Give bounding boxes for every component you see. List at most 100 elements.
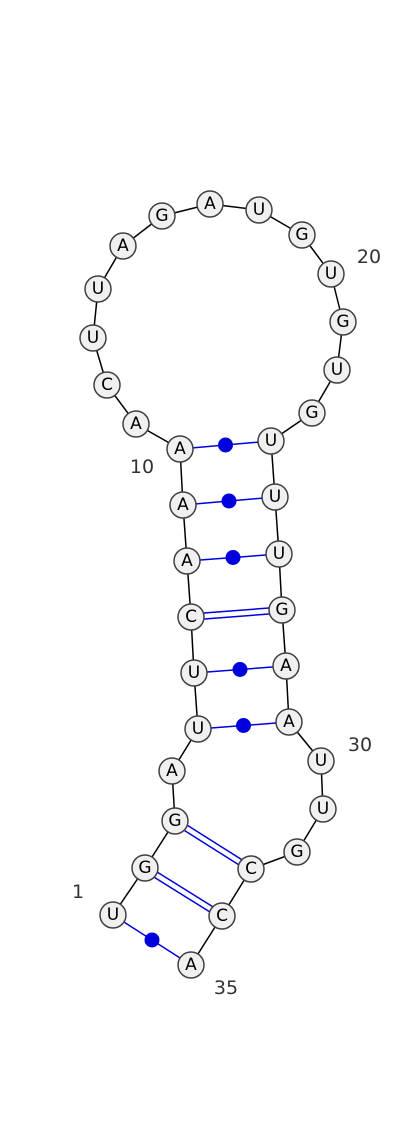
nucleotide-circle (122, 410, 150, 438)
nucleotide-7: C (177, 603, 205, 631)
nucleotide-letter: U (317, 799, 329, 819)
nucleotide-18: U (245, 196, 273, 224)
nucleotide-letter: U (192, 719, 204, 739)
wobble-pair-dot (232, 662, 248, 677)
nucleotide-letter: G (155, 206, 168, 226)
nucleotide-29: A (275, 708, 303, 736)
base-pair-10-24 (179, 437, 272, 453)
position-label-35: 35 (214, 977, 238, 999)
nucleotide-32: G (283, 838, 311, 866)
nucleotide-letter: C (185, 607, 197, 627)
wobble-pair-dot (144, 932, 160, 948)
nucleotide-21: G (329, 308, 357, 336)
nucleotide-33: C (237, 855, 265, 883)
nucleotide-10: A (166, 435, 194, 463)
base-pairs-layer (112, 437, 290, 966)
nucleotide-circle (131, 854, 159, 882)
nucleotide-circle (245, 196, 273, 224)
nucleotide-circle (180, 659, 208, 687)
nucleotide-letter: G (295, 225, 308, 245)
nucleotide-circle (208, 902, 236, 930)
nucleotide-27: G (268, 596, 296, 624)
nucleotide-letter: C (101, 375, 113, 395)
nucleotide-letter: U (107, 905, 119, 925)
nucleotide-letter: A (280, 656, 292, 676)
nucleotide-circle (307, 747, 335, 775)
nucleotide-circle (166, 435, 194, 463)
nucleotide-letter: U (87, 328, 99, 348)
nucleotide-5: U (184, 715, 212, 743)
nucleotide-letter: G (168, 811, 181, 831)
base-pair-8-26 (186, 550, 280, 565)
nucleotide-circle (158, 757, 186, 785)
base-pair-9-25 (182, 493, 276, 509)
nucleotide-letter: A (185, 955, 197, 975)
nucleotide-letter: G (336, 312, 349, 332)
nucleotide-22: U (323, 356, 351, 384)
position-label-1: 1 (72, 881, 84, 903)
nucleotide-letter: U (315, 751, 327, 771)
nucleotide-circle (237, 855, 265, 883)
nucleotide-letter: C (245, 859, 257, 879)
nucleotide-circle (288, 221, 316, 249)
nucleotide-letter: G (275, 600, 288, 620)
nucleotide-letter: G (290, 842, 303, 862)
nucleotide-letter: A (283, 712, 295, 732)
nucleotide-12: C (93, 371, 121, 399)
nucleotide-circle (173, 547, 201, 575)
nucleotide-28: A (272, 652, 300, 680)
nucleotide-letter: A (174, 439, 186, 459)
base-pair-1-35 (112, 914, 192, 966)
nucleotide-letter: U (92, 279, 104, 299)
nucleotide-letter: U (331, 360, 343, 380)
position-label-10: 10 (130, 456, 154, 478)
nucleotide-letter: A (177, 495, 189, 515)
wobble-pair-dot (236, 718, 251, 733)
nucleotide-letter: U (253, 200, 265, 220)
nucleotide-31: U (309, 795, 337, 823)
nucleotide-letter: U (188, 663, 200, 683)
base-pair-5-29 (197, 718, 290, 733)
nucleotide-circle (79, 324, 107, 352)
nucleotide-26: U (265, 540, 293, 568)
nucleotide-circle (93, 371, 121, 399)
pair-bond-line (176, 817, 254, 868)
nucleotide-circle (265, 540, 293, 568)
wobble-pair-dot (221, 493, 237, 509)
nucleotide-circle (177, 603, 205, 631)
nucleotide-circle (257, 427, 285, 455)
nucleotide-circle (268, 596, 296, 624)
pair-bond-line (146, 864, 224, 915)
nucleotide-circle (196, 190, 224, 218)
nucleotide-circle (317, 260, 345, 288)
nucleotide-3: G (161, 807, 189, 835)
nucleotide-4: A (158, 757, 186, 785)
nucleotide-19: G (288, 221, 316, 249)
position-label-20: 20 (357, 246, 381, 268)
nucleotide-circle (177, 951, 205, 979)
base-pair-6-28 (193, 662, 287, 677)
nucleotide-circle (99, 901, 127, 929)
nucleotide-35: A (177, 951, 205, 979)
nucleotide-16: G (148, 202, 176, 230)
nucleotide-circle (84, 275, 112, 303)
nucleotide-circle (323, 356, 351, 384)
nucleotide-letter: U (273, 544, 285, 564)
nucleotide-circle (309, 795, 337, 823)
nucleotide-24: U (257, 427, 285, 455)
nucleotide-letter: U (325, 264, 337, 284)
nucleotide-circle (161, 807, 189, 835)
nucleotide-17: A (196, 190, 224, 218)
nucleotide-letter: C (216, 906, 228, 926)
base-pair-2-34 (143, 864, 224, 920)
nucleotide-9: A (169, 491, 197, 519)
nucleotide-34: C (208, 902, 236, 930)
pair-bond-line (191, 612, 283, 621)
nucleotide-30: U (307, 747, 335, 775)
nucleotide-circle (169, 491, 197, 519)
nucleotide-6: U (180, 659, 208, 687)
nucleotide-circle (275, 708, 303, 736)
pair-bond-line (172, 822, 250, 873)
